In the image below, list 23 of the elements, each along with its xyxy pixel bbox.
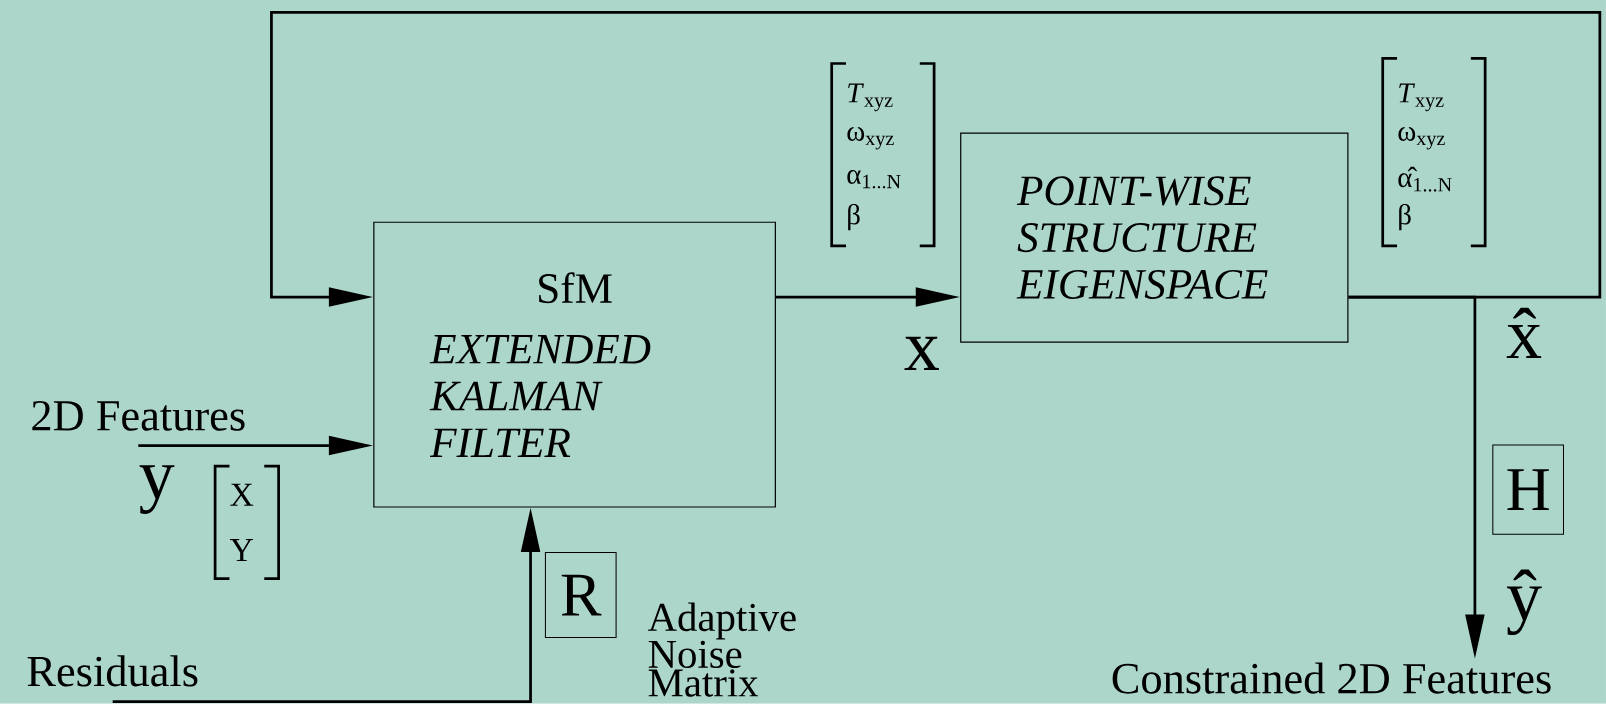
arrow [270,11,1602,307]
symbol-label: β [1399,204,1411,231]
matrix-box: R [544,552,617,639]
symbol-label: ω$_{xyz}$ [1398,127,1445,150]
matrix-box: H [1492,444,1564,535]
symbol-label: α$_{1...N}$ [847,170,901,189]
edge-label: x̂ [1506,308,1542,359]
symbol-label: α̂$_{1...N}$ [1398,167,1452,192]
process-box: POINT-WISE STRUCTURE EIGENSPACE [960,132,1349,343]
node-label: Constrained 2D Features [1112,662,1551,694]
symbol-label: y [139,465,175,515]
symbol-label: β [848,204,860,231]
node-label: 2D Features [32,401,245,431]
symbol-label: T$_{xyz}$ [1399,83,1444,112]
symbol-label: Y [230,539,253,562]
symbol-label: ŷ [1506,569,1542,636]
symbol-label: ω$_{xyz}$ [847,127,894,150]
node-label: Residuals [27,655,198,687]
symbol-label: T$_{xyz}$ [848,83,893,112]
note-label: Adaptive Noise Matrix [647,602,796,697]
symbol-label: X [230,483,254,506]
process-box: SfM EXTENDED KALMAN FILTER [373,221,776,508]
edge-label: x [904,337,939,371]
